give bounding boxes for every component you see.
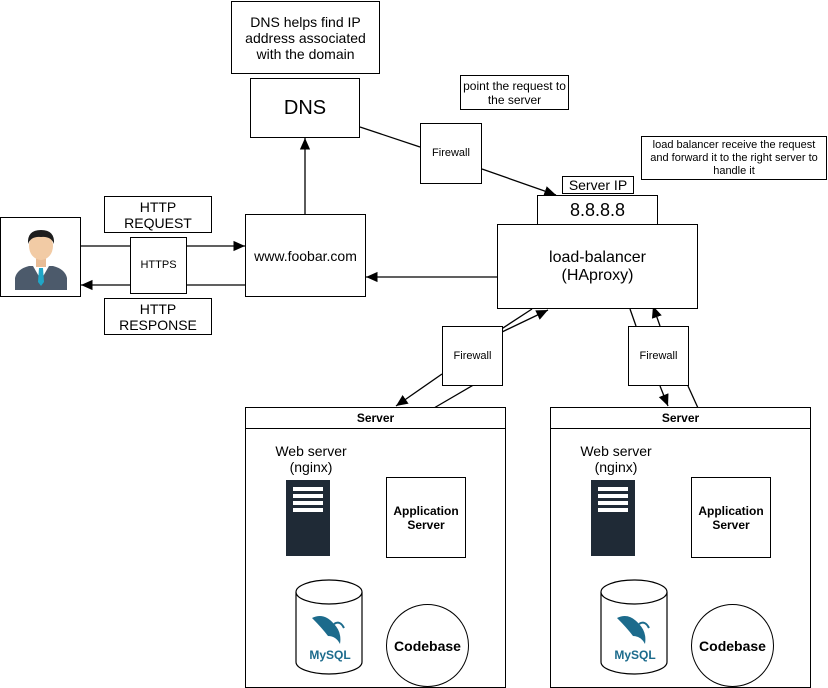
server-ip-caption: Server IP xyxy=(562,176,634,194)
dns-to-lb-arrow xyxy=(481,168,557,197)
server-1-codebase-label: Codebase xyxy=(394,637,461,654)
https-box: HTTPS xyxy=(130,237,187,294)
server-2-app-server-label: Application Server xyxy=(698,503,764,532)
firewall-server1-label: Firewall xyxy=(453,349,492,362)
firewall-server1: Firewall xyxy=(442,326,503,386)
server-1-web-server-label: Web server (nginx) xyxy=(275,443,347,475)
server-1-web-server-icon xyxy=(286,480,330,556)
server-ip-caption-text: Server IP xyxy=(568,177,628,193)
lb-note-text: load balancer receive the request and fo… xyxy=(650,138,818,177)
dns-note-text: DNS helps find IP address associated wit… xyxy=(245,13,366,62)
http-response-text: HTTP RESPONSE xyxy=(119,300,197,333)
server-2-web-server-icon xyxy=(591,480,635,556)
server-2-app-server: Application Server xyxy=(691,477,771,558)
request-note-text: point the request to the server xyxy=(463,78,566,107)
load-balancer-box: load-balancer (HAproxy) xyxy=(497,224,698,309)
user-avatar-icon xyxy=(14,230,67,290)
http-response-label: HTTP RESPONSE xyxy=(104,298,212,335)
firewall-server2-label: Firewall xyxy=(639,349,678,362)
domain-label: www.foobar.com xyxy=(254,247,357,264)
server-1-title: Server xyxy=(246,408,505,429)
server-2-codebase-label: Codebase xyxy=(699,637,766,654)
server-2-mysql-logo-text: MySQL xyxy=(614,648,656,662)
firewall-server2: Firewall xyxy=(628,326,689,386)
lb-to-server1-arrow xyxy=(395,373,443,407)
server-ip-value: 8.8.8.8 xyxy=(569,200,626,220)
dns-note: DNS helps find IP address associated wit… xyxy=(231,1,380,74)
server-ip-box: 8.8.8.8 xyxy=(537,195,658,225)
server-1-app-server: Application Server xyxy=(386,477,466,558)
server-1: Server Web server (nginx) Application Se… xyxy=(245,407,506,688)
user-box xyxy=(0,217,81,297)
server-2-web-server-label: Web server (nginx) xyxy=(580,443,652,475)
server-2: Server Web server (nginx) Application Se… xyxy=(550,407,811,688)
request-note: point the request to the server xyxy=(460,75,569,110)
firewall-dns-label: Firewall xyxy=(432,147,470,159)
server-2-mysql-icon: MySQL xyxy=(599,578,669,675)
domain-box: www.foobar.com xyxy=(245,214,366,297)
dns-label: DNS xyxy=(283,97,327,119)
lb-to-server2-arrow xyxy=(658,385,669,407)
http-request-text: HTTP REQUEST xyxy=(124,198,192,231)
load-balancer-label: load-balancer (HAproxy) xyxy=(549,248,646,284)
dns-box: DNS xyxy=(250,78,360,138)
server-1-app-server-label: Application Server xyxy=(393,503,459,532)
server-2-title: Server xyxy=(551,408,810,429)
server1-to-lb-arrow xyxy=(501,309,549,333)
server-2-codebase: Codebase xyxy=(691,604,774,687)
server-1-codebase: Codebase xyxy=(386,604,469,687)
firewall-dns: Firewall xyxy=(420,123,482,184)
server2-to-lb-arrow xyxy=(651,305,662,327)
https-label: HTTPS xyxy=(140,259,177,271)
server-1-mysql-logo-text: MySQL xyxy=(309,648,351,662)
http-request-label: HTTP REQUEST xyxy=(104,196,212,233)
lb-note: load balancer receive the request and fo… xyxy=(641,136,827,180)
server-1-mysql-icon: MySQL xyxy=(294,578,364,675)
